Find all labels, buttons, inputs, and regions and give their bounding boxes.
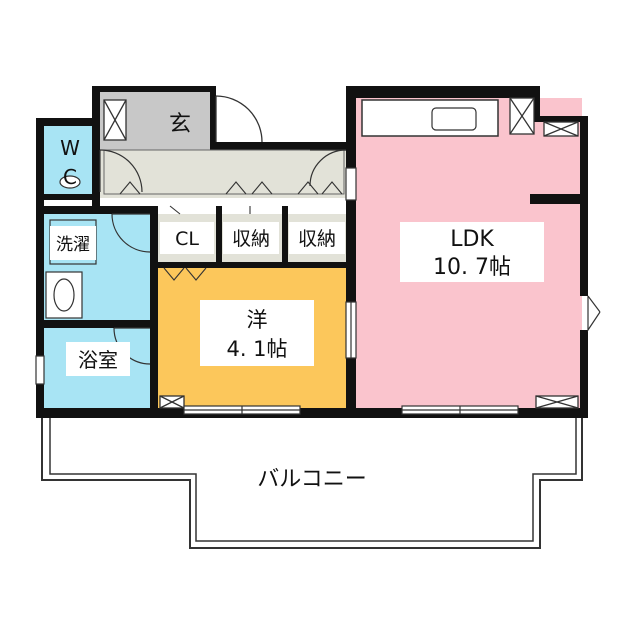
storage-a-label: 収納	[232, 228, 270, 250]
washbasin	[45, 271, 83, 319]
laundry-label: 洗濯	[56, 235, 90, 255]
storage-doors	[119, 181, 343, 281]
western-label-line2: 4. 1帖	[226, 337, 287, 361]
door-swings	[99, 149, 601, 365]
kitchen-counter	[361, 99, 499, 137]
ldk-label-bg	[400, 222, 544, 282]
pipe-shafts	[103, 97, 579, 409]
balcony-label: バルコニー	[257, 467, 367, 492]
wc-label-line2: C	[63, 165, 77, 189]
toilet-fixture	[59, 175, 81, 189]
ldk-label-line1: LDK	[450, 227, 494, 252]
entrance-label: 玄	[169, 112, 191, 137]
bath-label-bg	[66, 342, 130, 376]
balcony	[41, 418, 583, 549]
western-label-line1: 洋	[247, 308, 268, 332]
ldk-label-line2: 10. 7帖	[433, 255, 511, 280]
shoe-shelf	[103, 149, 345, 195]
front-door	[215, 95, 263, 143]
storage-a-label-bg	[223, 222, 279, 254]
wc-label-line1: W	[60, 136, 80, 160]
windows	[35, 167, 519, 415]
laundry-label-bg	[50, 226, 96, 260]
western-label-bg	[200, 300, 314, 366]
closet-label-bg	[160, 222, 214, 254]
walls	[36, 86, 588, 418]
closet-label: CL	[175, 228, 199, 250]
storage-b-label: 収納	[298, 228, 336, 250]
bath-label: 浴室	[78, 348, 118, 372]
storage-b-label-bg	[289, 222, 345, 254]
